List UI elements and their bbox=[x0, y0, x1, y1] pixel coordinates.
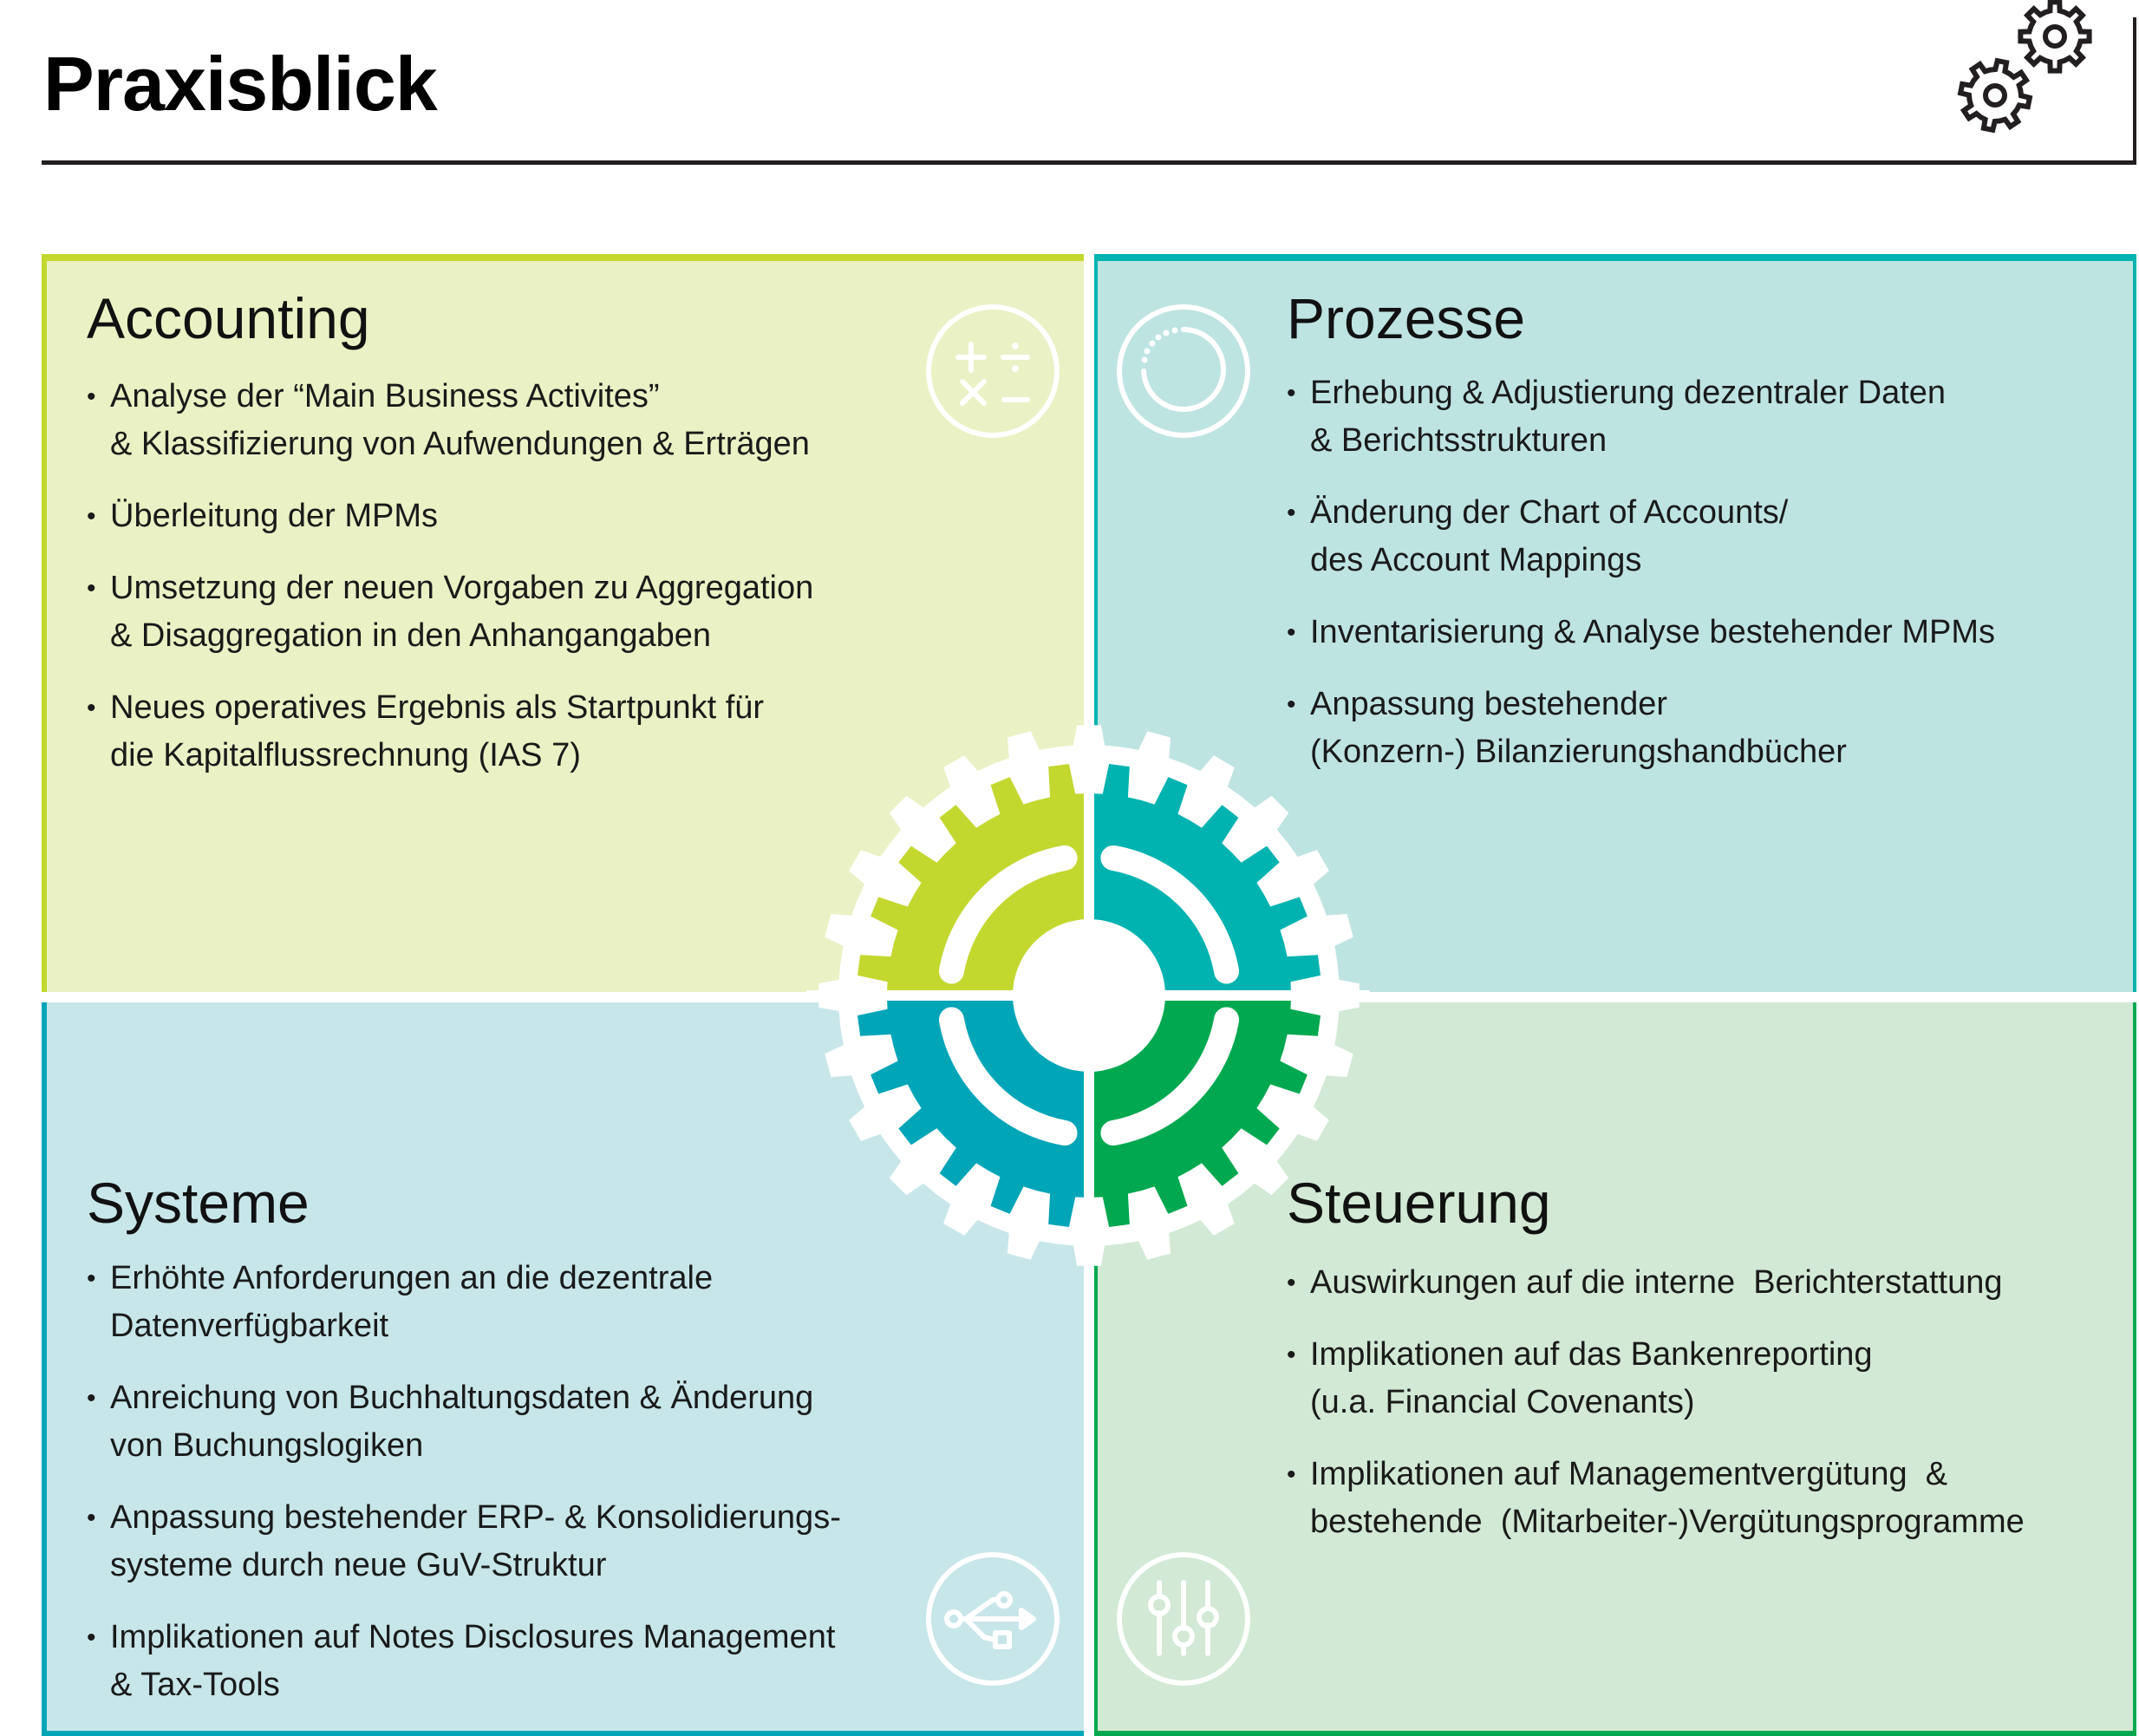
gear-quadrant-accounting bbox=[858, 764, 1089, 995]
list-item: Inventarisierung & Analyse bestehender M… bbox=[1287, 609, 1995, 656]
section-title-accounting: Accounting bbox=[87, 286, 370, 350]
list-item: Erhebung & Adjustierung dezentraler Date… bbox=[1287, 369, 1995, 465]
list-item: Anreichung von Buchhaltungsdaten & Änder… bbox=[87, 1374, 841, 1470]
list-item-line: bestehende (Mitarbeiter-)Vergütungsprogr… bbox=[1310, 1504, 2025, 1540]
header-divider-vertical bbox=[2133, 17, 2136, 165]
list-item-line: Auswirkungen auf die interne Berichterst… bbox=[1310, 1264, 2003, 1301]
list-item-line: (Konzern-) Bilanzierungshandbücher bbox=[1310, 734, 1847, 770]
list-item: Neues operatives Ergebnis als Startpunkt… bbox=[87, 684, 813, 780]
calculator-operations-icon bbox=[926, 304, 1060, 438]
section-title-prozesse: Prozesse bbox=[1287, 286, 1526, 350]
list-item-line: Erhebung & Adjustierung dezentraler Date… bbox=[1310, 375, 1947, 411]
gear-quadrant-systeme bbox=[858, 995, 1089, 1227]
list-item-line: Datenverfügbarkeit bbox=[110, 1308, 389, 1344]
process-cycle-icon bbox=[1117, 304, 1250, 438]
list-item-line: von Buchungslogiken bbox=[110, 1427, 424, 1464]
list-item: Umsetzung der neuen Vorgaben zu Aggregat… bbox=[87, 565, 813, 660]
gear-hub bbox=[1013, 919, 1165, 1072]
list-item-line: Anreichung von Buchhaltungsdaten & Änder… bbox=[110, 1380, 814, 1416]
list-item-line: Anpassung bestehender bbox=[1310, 686, 1667, 722]
list-item: Implikationen auf das Bankenreporting (u.… bbox=[1287, 1331, 2025, 1426]
list-item: Anpassung bestehender (Konzern-) Bilanzie… bbox=[1287, 681, 1995, 776]
list-item: Analyse der “Main Business Activites” & K… bbox=[87, 373, 813, 468]
list-item-line: & Disaggregation in den Anhangangaben bbox=[110, 617, 712, 654]
list-item-line: Anpassung bestehender ERP- & Konsolidier… bbox=[110, 1499, 841, 1536]
list-item-line: & Berichtsstrukturen bbox=[1310, 422, 1608, 459]
list-item-line: Analyse der “Main Business Activites” bbox=[110, 378, 660, 414]
list-item-line: Änderung der Chart of Accounts/ bbox=[1310, 494, 1789, 531]
list-item-line: des Account Mappings bbox=[1310, 542, 1642, 578]
prozesse-list: Erhebung & Adjustierung dezentraler Date… bbox=[1287, 369, 1995, 800]
list-item-line: (u.a. Financial Covenants) bbox=[1310, 1384, 1695, 1420]
gear-arc bbox=[938, 845, 1078, 984]
list-item: Implikationen auf Managementvergütung & b… bbox=[1287, 1451, 2025, 1546]
list-item-line: & Tax-Tools bbox=[110, 1667, 280, 1703]
systeme-list: Erhöhte Anforderungen an die dezentraleD… bbox=[87, 1255, 841, 1733]
page-title: Praxisblick bbox=[43, 41, 438, 127]
list-item: Anpassung bestehender ERP- & Konsolidier… bbox=[87, 1494, 841, 1589]
gear-arc bbox=[1100, 845, 1240, 984]
sliders-icon bbox=[1117, 1552, 1250, 1686]
list-item-line: & Klassifizierung von Aufwendungen & Ert… bbox=[110, 426, 810, 462]
list-item: Änderung der Chart of Accounts/des Accou… bbox=[1287, 489, 1995, 584]
list-item-line: Neues operatives Ergebnis als Startpunkt… bbox=[110, 689, 765, 726]
list-item-line: Implikationen auf Notes Disclosures Mana… bbox=[110, 1619, 836, 1655]
accounting-list: Analyse der “Main Business Activites” & K… bbox=[87, 373, 813, 804]
list-item-line: Implikationen auf Managementvergütung & bbox=[1310, 1456, 1948, 1492]
list-item-line: Implikationen auf das Bankenreporting bbox=[1310, 1336, 1873, 1373]
list-item-line: die Kapitalflussrechnung (IAS 7) bbox=[110, 737, 581, 773]
gear-quadrant-prozesse bbox=[1089, 764, 1321, 995]
list-item-line: Umsetzung der neuen Vorgaben zu Aggregat… bbox=[110, 570, 814, 606]
list-item: Überleitung der MPMs bbox=[87, 493, 813, 540]
list-item: Implikationen auf Notes Disclosures Mana… bbox=[87, 1614, 841, 1709]
list-item-line: Erhöhte Anforderungen an die dezentrale bbox=[110, 1260, 714, 1296]
list-item-line: Überleitung der MPMs bbox=[110, 498, 439, 534]
gear-arc bbox=[938, 1007, 1078, 1146]
gear-arc bbox=[1100, 1007, 1240, 1146]
list-item-line: systeme durch neue GuV-Struktur bbox=[110, 1547, 607, 1583]
steuerung-list: Auswirkungen auf die interne Berichterst… bbox=[1287, 1259, 2025, 1570]
section-title-steuerung: Steuerung bbox=[1287, 1171, 1551, 1235]
header-divider bbox=[42, 160, 2136, 165]
gears-icon bbox=[1957, 0, 2092, 134]
list-item: Auswirkungen auf die interne Berichterst… bbox=[1287, 1259, 2025, 1307]
list-item: Erhöhte Anforderungen an die dezentraleD… bbox=[87, 1255, 841, 1350]
gear-quadrant-steuerung bbox=[1089, 995, 1321, 1227]
gear-arcs bbox=[938, 845, 1240, 1146]
section-title-systeme: Systeme bbox=[87, 1171, 310, 1235]
list-item-line: Inventarisierung & Analyse bestehender M… bbox=[1310, 614, 1995, 650]
usb-icon bbox=[926, 1552, 1060, 1686]
